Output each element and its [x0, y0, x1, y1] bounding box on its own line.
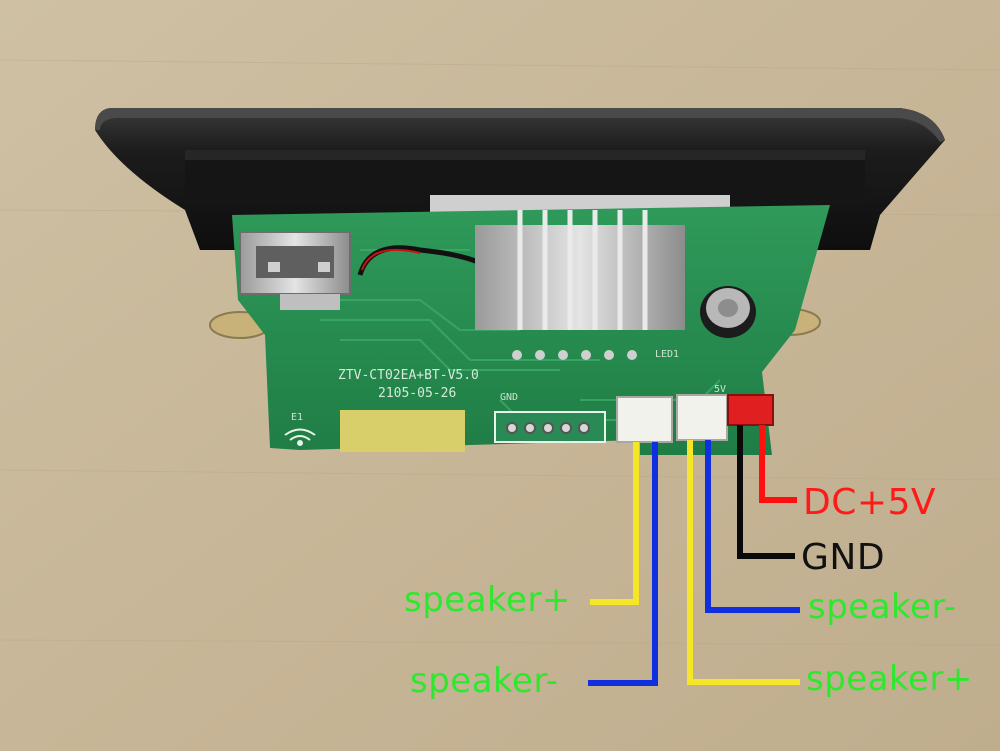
- board-silkscreen: ZTV-CT02EA+BT-V5.0: [338, 368, 479, 383]
- label-dc5v: DC+5V: [803, 482, 937, 523]
- wire-speaker-plus-left: [590, 442, 639, 605]
- connector-power: [727, 394, 774, 426]
- board-date: 2105-05-26: [378, 386, 457, 401]
- label-gnd: GND: [801, 537, 886, 578]
- label-speaker-minus-left: speaker-: [410, 661, 559, 701]
- display-pins: [517, 210, 648, 330]
- label-speaker-plus-right: speaker+: [806, 659, 973, 699]
- antenna-pad: [340, 410, 465, 452]
- solder-joints: [512, 350, 637, 360]
- silkscreen-gnd: GND: [500, 392, 519, 403]
- display-frame: [475, 225, 685, 330]
- bezel-slot-top: [185, 150, 865, 160]
- wire-speaker-minus-left: [588, 442, 658, 686]
- wire-dc5v: [759, 425, 797, 503]
- silkscreen-5v: 5V: [714, 384, 727, 395]
- silkscreen-e1: E1: [291, 412, 304, 423]
- bezel-highlight: [95, 108, 945, 142]
- connector-speaker-right: [676, 394, 728, 441]
- wire-speaker-minus-right: [705, 440, 800, 613]
- wifi-icon: [284, 428, 316, 446]
- usb-legs: [280, 294, 340, 310]
- label-speaker-minus-right: speaker-: [808, 587, 957, 627]
- label-speaker-plus-left: speaker+: [404, 580, 571, 620]
- wire-gnd: [737, 425, 795, 559]
- silkscreen-led: LED1: [655, 349, 680, 360]
- connector-speaker-left: [616, 396, 673, 443]
- wire-speaker-plus-right: [687, 440, 800, 685]
